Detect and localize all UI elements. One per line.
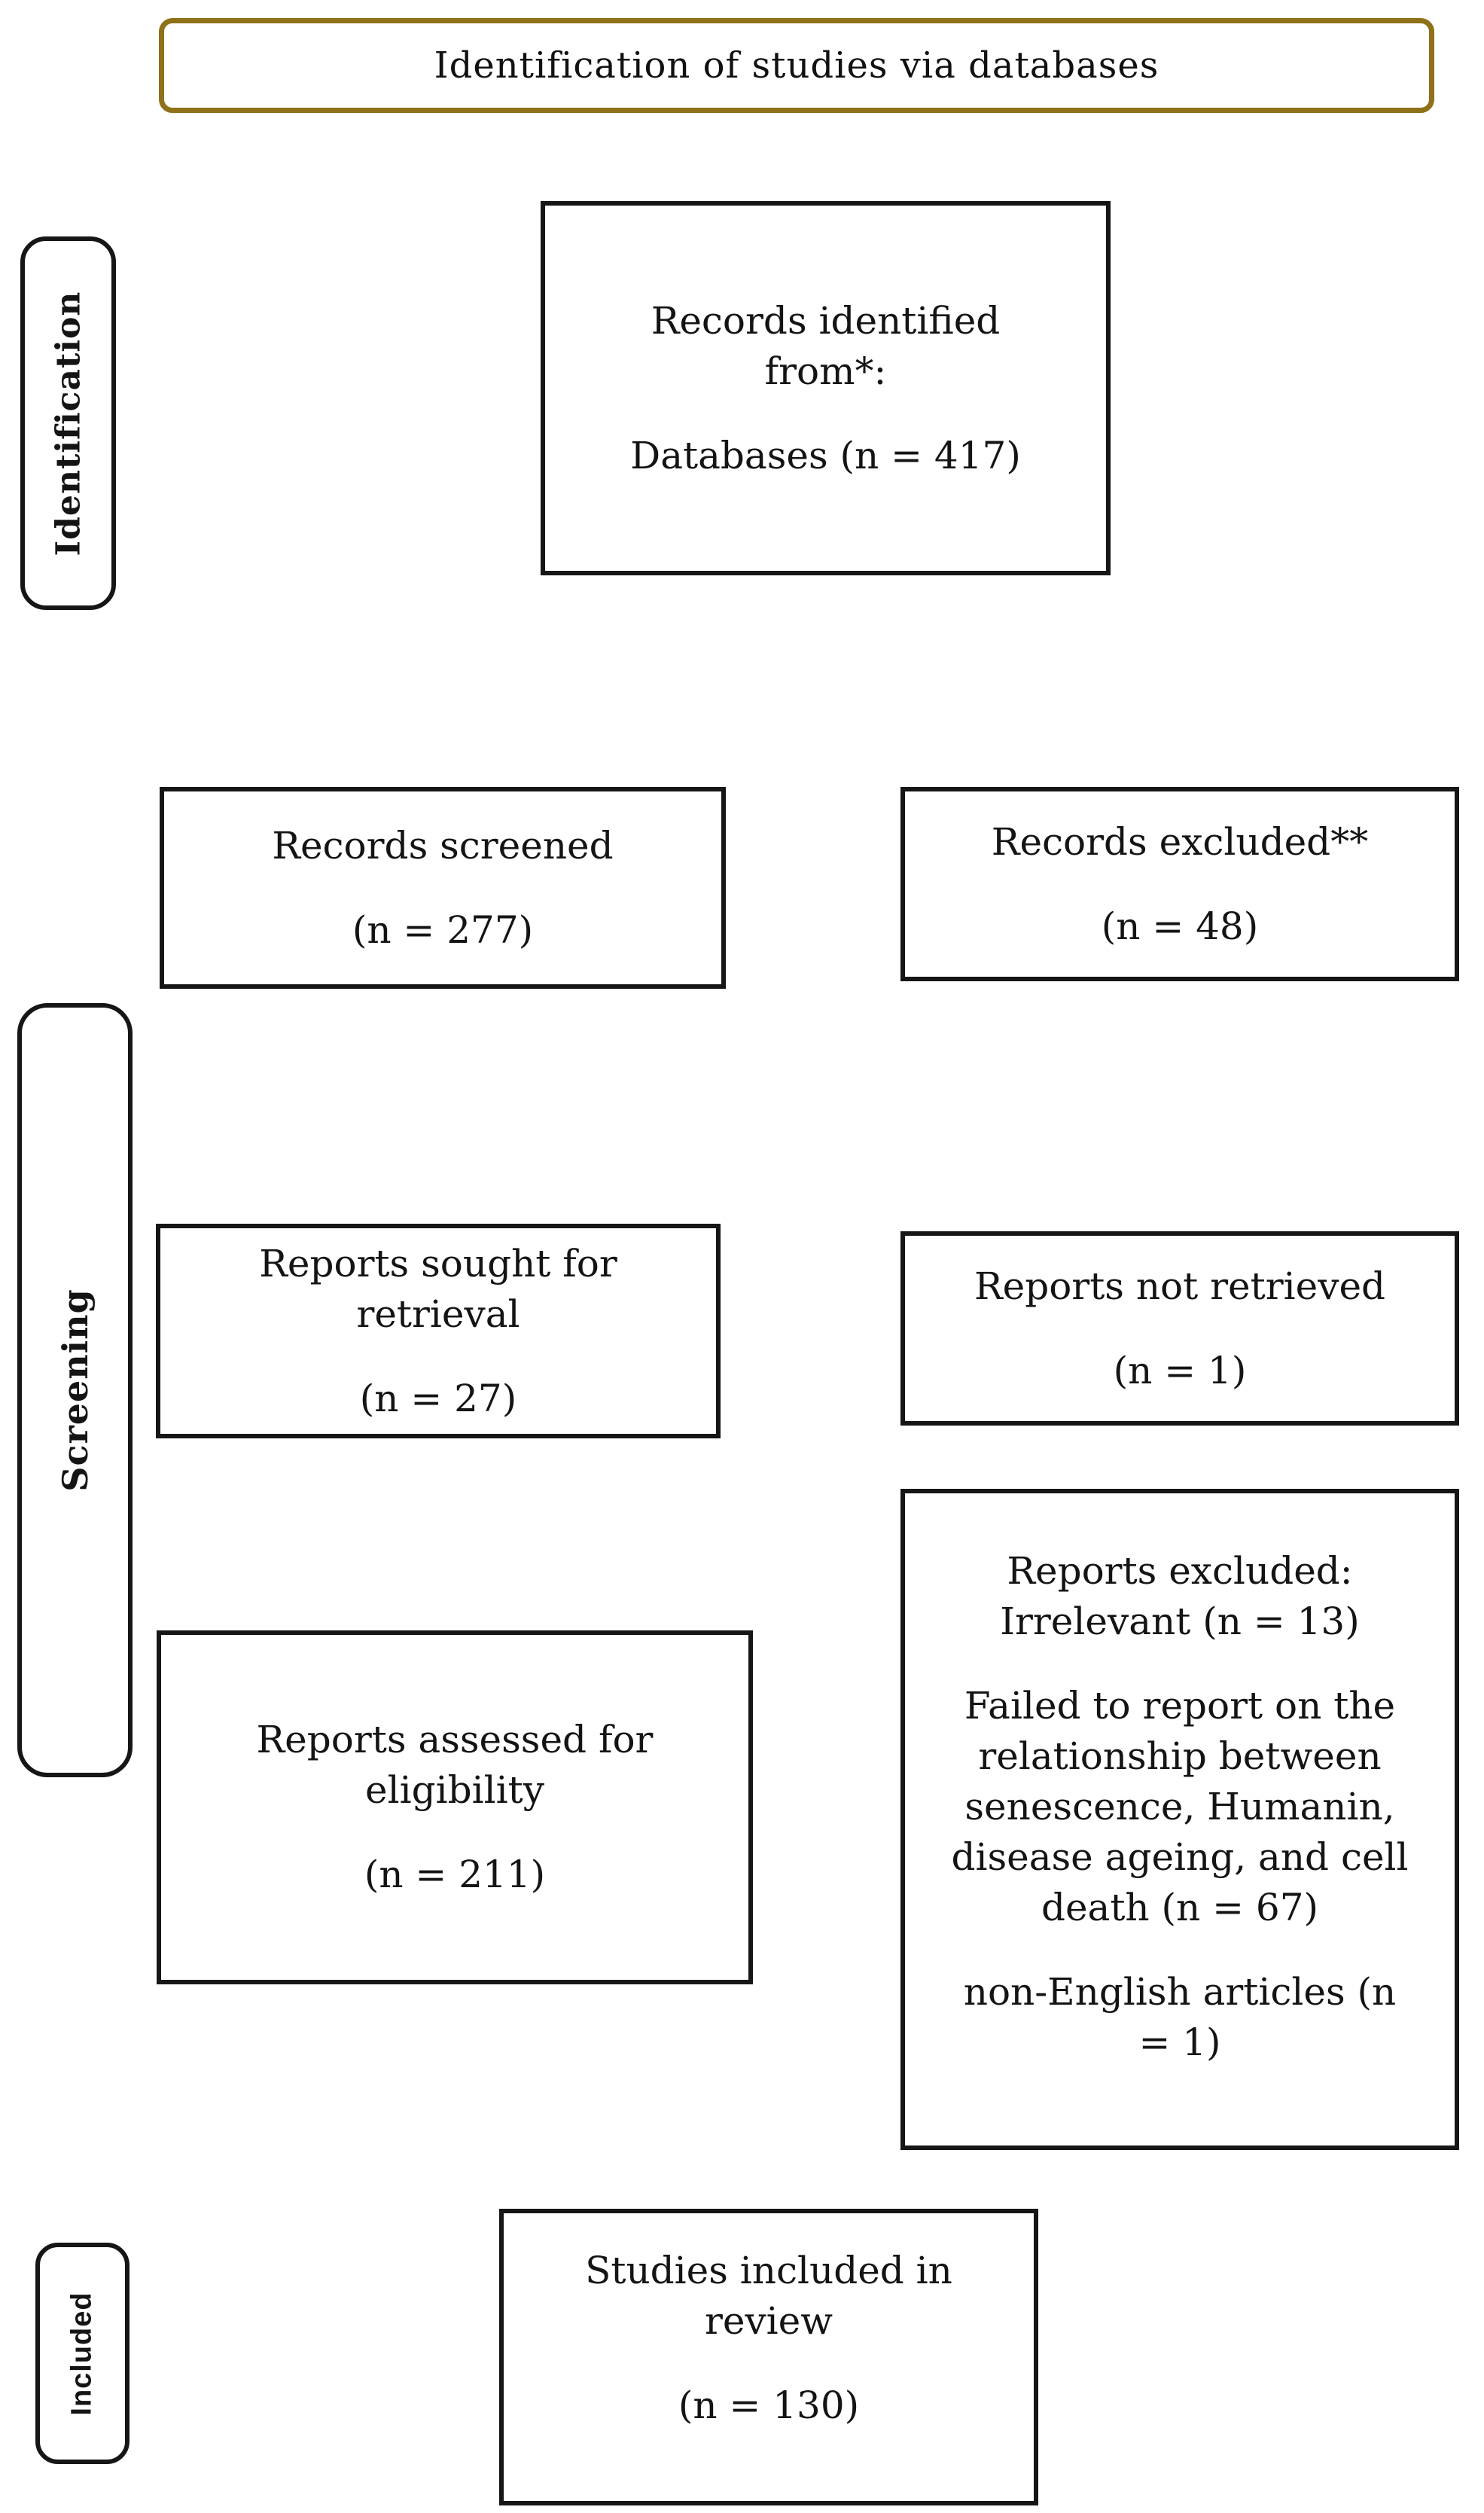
records-excluded-count: (n = 48) (1101, 904, 1259, 948)
studies-included-label: Studies included in review (585, 2249, 952, 2343)
box-reports-not-retrieved: Reports not retrieved (n = 1) (900, 1231, 1459, 1426)
reports-excluded-detail-line1: Reports excluded: (1007, 1549, 1353, 1593)
stage-label-screening-text: Screening (54, 1289, 96, 1492)
records-excluded-label: Records excluded** (991, 819, 1369, 864)
reports-excluded-detail-line2: Irrelevant (n = 13) (1000, 1600, 1360, 1643)
stage-label-included: Included (35, 2243, 130, 2464)
box-reports-sought: Reports sought for retrieval (n = 27) (156, 1224, 721, 1438)
reports-not-retrieved-label: Reports not retrieved (974, 1264, 1386, 1308)
box-records-identified: Records identified from*: Databases (n =… (541, 201, 1111, 575)
stage-label-identification-text: Identification (49, 291, 88, 556)
reports-excluded-detail-line4: non-English articles (n = 1) (963, 1970, 1397, 2064)
stage-label-screening: Screening (17, 1003, 133, 1777)
stage-label-included-text: Included (66, 2291, 99, 2416)
studies-included-count: (n = 130) (678, 2383, 860, 2427)
records-identified-count: Databases (n = 417) (630, 433, 1021, 477)
diagram-title-box: Identification of studies via databases (159, 18, 1434, 113)
reports-excluded-detail-line3: Failed to report on the relationship bet… (951, 1684, 1409, 1929)
reports-assessed-count: (n = 211) (364, 1853, 546, 1896)
reports-sought-label: Reports sought for retrieval (259, 1241, 617, 1336)
diagram-title: Identification of studies via databases (434, 44, 1159, 87)
box-studies-included: Studies included in review (n = 130) (499, 2209, 1038, 2505)
reports-assessed-label: Reports assessed for eligibility (256, 1718, 654, 1812)
records-screened-label: Records screened (272, 823, 614, 868)
box-records-screened: Records screened (n = 277) (160, 787, 726, 989)
box-records-excluded: Records excluded** (n = 48) (900, 787, 1459, 981)
reports-sought-count: (n = 27) (359, 1376, 517, 1420)
box-reports-excluded-detail: Reports excluded: Irrelevant (n = 13) Fa… (900, 1489, 1459, 2150)
records-screened-count: (n = 277) (352, 907, 534, 952)
stage-label-identification: Identification (20, 236, 116, 610)
box-reports-assessed: Reports assessed for eligibility (n = 21… (157, 1630, 753, 1984)
reports-not-retrieved-count: (n = 1) (1113, 1348, 1247, 1392)
records-identified-label: Records identified from*: (651, 298, 1001, 393)
